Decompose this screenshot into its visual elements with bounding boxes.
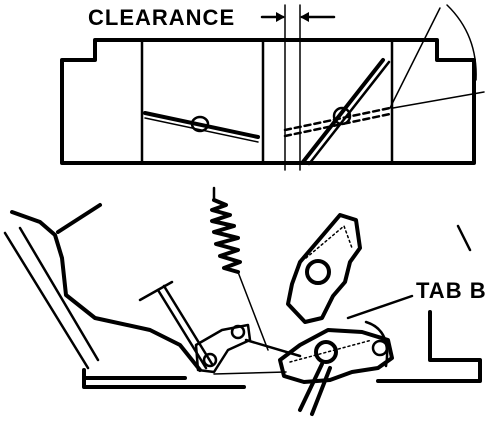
clearance-label: CLEARANCE [88, 5, 235, 30]
return-spring [210, 186, 269, 351]
throttle-body-outline [60, 38, 476, 165]
bell-crank-left [194, 323, 252, 374]
sweep-arc [446, 4, 477, 81]
diagonal-rod [3, 226, 100, 370]
dashed-plate-position [283, 106, 392, 138]
base-right-mark [456, 224, 472, 252]
connecting-rod-lower [213, 371, 287, 375]
clearance-arrowhead-left [276, 12, 285, 22]
throttle-lever [278, 320, 394, 416]
base-casting-outline [10, 203, 246, 389]
linkage-assembly [3, 186, 482, 416]
clearance-arrowhead-right [300, 12, 309, 22]
arc-pointer-line [389, 7, 441, 109]
choke-link-rod [138, 280, 214, 370]
tab-b-label: TAB B [416, 278, 487, 303]
base-right-segment [376, 310, 482, 383]
tab-b-leader [346, 294, 414, 320]
left-throttle-plate [143, 111, 260, 143]
right-throttle-plate [301, 58, 391, 166]
fast-idle-cam [286, 213, 362, 324]
dashed-plate-leader [392, 91, 485, 109]
throttle-body-section [60, 4, 485, 171]
connecting-rod [244, 338, 302, 358]
